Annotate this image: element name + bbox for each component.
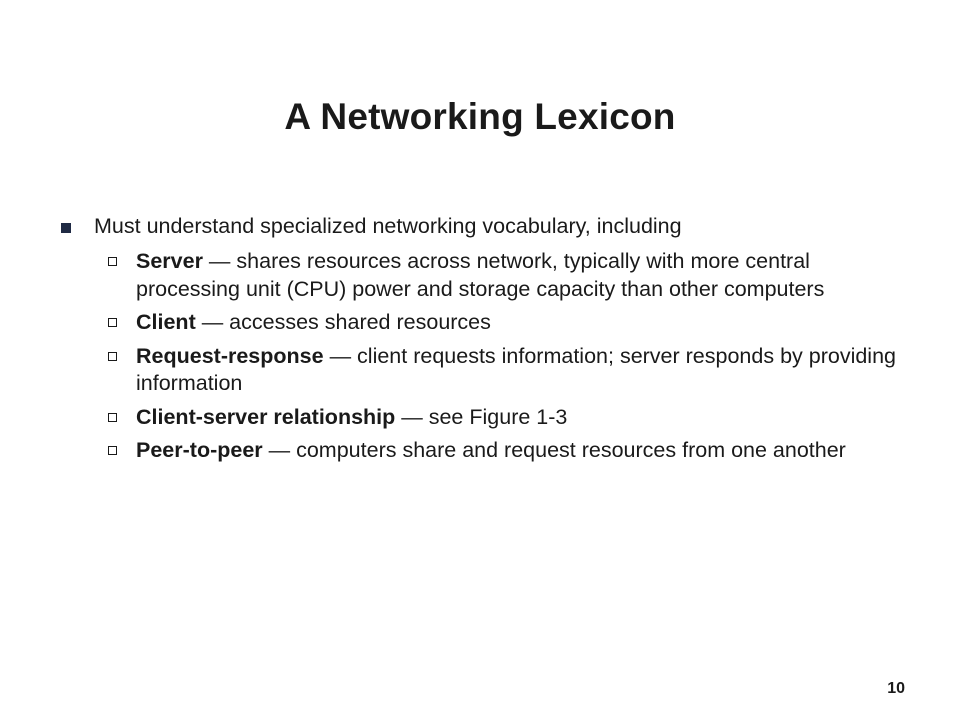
term-definition: — shares resources across network, typic… bbox=[136, 249, 825, 301]
term-definition: — client requests information; server re… bbox=[136, 343, 896, 396]
bullet-intro: Must understand specialized networking v… bbox=[58, 212, 898, 240]
hollow-square-bullet-icon bbox=[108, 351, 117, 361]
term-item-server: Server — shares resources across network… bbox=[58, 248, 898, 303]
hollow-square-bullet-icon bbox=[108, 257, 117, 266]
term-label: Client-server relationship bbox=[136, 404, 396, 429]
slide-title: A Networking Lexicon bbox=[284, 96, 676, 137]
term-label: Server bbox=[136, 249, 203, 273]
square-bullet-icon bbox=[61, 223, 71, 233]
term-definition: — computers share and request resources … bbox=[262, 438, 846, 462]
term-item-request-response: Request-response — client requests infor… bbox=[58, 343, 898, 398]
page-number: 10 bbox=[887, 680, 905, 697]
slide-content: Must understand specialized networking v… bbox=[58, 212, 898, 471]
intro-text: Must understand specialized networking v… bbox=[94, 214, 682, 238]
hollow-square-bullet-icon bbox=[108, 446, 117, 455]
term-label: Peer-to-peer bbox=[136, 438, 263, 462]
hollow-square-bullet-icon bbox=[108, 318, 117, 327]
term-item-client-server: Client-server relationship — see Figure … bbox=[58, 404, 898, 432]
term-definition: — see Figure 1-3 bbox=[395, 404, 568, 429]
term-label: Request-response bbox=[136, 343, 324, 368]
hollow-square-bullet-icon bbox=[108, 412, 117, 422]
term-definition: — accesses shared resources bbox=[195, 310, 491, 334]
term-label: Client bbox=[136, 310, 196, 334]
term-item-peer-to-peer: Peer-to-peer — computers share and reque… bbox=[58, 437, 898, 465]
term-item-client: Client — accesses shared resources bbox=[58, 309, 898, 337]
